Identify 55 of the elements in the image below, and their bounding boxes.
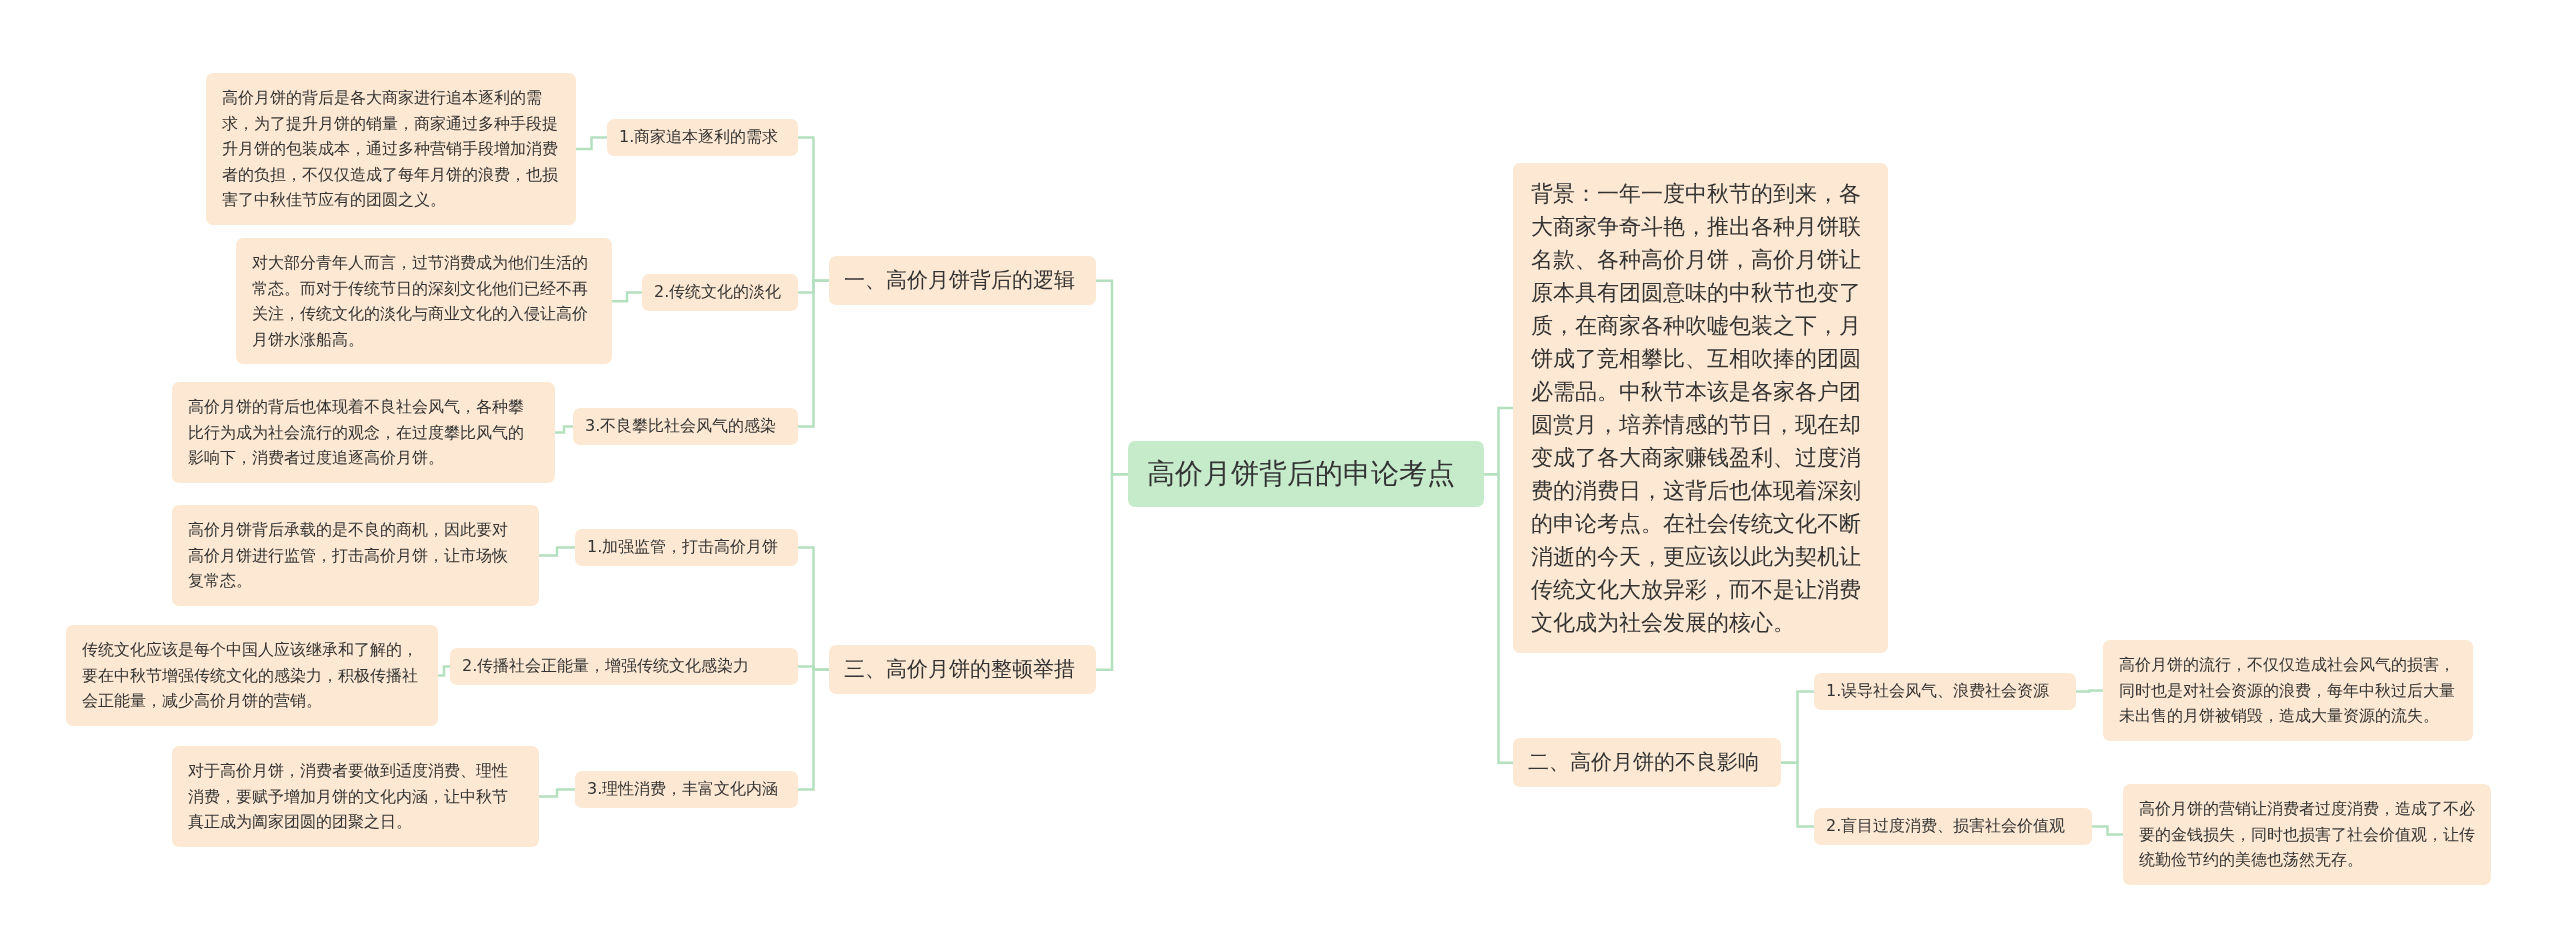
topic-box xyxy=(66,625,438,726)
connector-line xyxy=(539,546,575,557)
topic-box xyxy=(172,746,539,847)
topic-text: 2.传统文化的淡化 xyxy=(654,282,783,303)
connector-line xyxy=(798,668,829,791)
connector-line xyxy=(539,788,575,798)
connector-line xyxy=(2092,825,2123,836)
topic-text: 1.加强监管，打击高价月饼 xyxy=(587,537,780,558)
topic-text: 三、高价月饼的整顿举措 xyxy=(844,656,1076,683)
topic-box xyxy=(642,274,798,311)
topic-box xyxy=(236,238,612,365)
topic-text: 二、高价月饼的不良影响 xyxy=(1528,749,1760,776)
topic-box xyxy=(1513,738,1781,788)
topic-text: 1.误导社会风气、浪费社会资源 xyxy=(1826,681,2051,702)
connector-line xyxy=(798,279,829,428)
topic-text: 高价月饼的营销让消费者过度消费，造成了不必要的金钱损失，同时也损害了社会价值观，让传统勤俭节约的美德也荡然无存。 xyxy=(2139,798,2475,872)
topic-box xyxy=(1814,808,2092,845)
topic-text: 2.盲目过度消费、损害社会价值观 xyxy=(1826,816,2067,837)
topic-box xyxy=(575,529,798,566)
topic-box xyxy=(450,648,798,685)
topic-box xyxy=(172,505,539,606)
connector-line xyxy=(1096,472,1128,671)
topic-text: 高价月饼的流行，不仅仅造成社会风气的损害，同时也是对社会资源的浪费，每年中秋过后大量未出售的月饼被销毁，造成大量资源的流失。 xyxy=(2119,654,2456,728)
topic-text: 1.商家追本逐利的需求 xyxy=(619,127,780,148)
topic-box xyxy=(2123,784,2491,885)
topic-box xyxy=(829,256,1096,306)
connector-line xyxy=(555,425,573,434)
topic-text: 3.不良攀比社会风气的感染 xyxy=(585,416,778,437)
topic-text: 高价月饼背后的申论考点 xyxy=(1147,456,1456,492)
topic-box xyxy=(172,382,555,483)
topic-text: 高价月饼背后承载的是不良的商机，因此要对高价月饼进行监管，打击高价月饼，让市场恢复常态。 xyxy=(188,519,509,593)
topic-box xyxy=(829,645,1096,695)
connector-line xyxy=(576,136,607,151)
topic-text: 一、高价月饼背后的逻辑 xyxy=(844,267,1076,294)
topic-box xyxy=(607,119,798,156)
connector-line xyxy=(1484,472,1513,764)
topic-text: 3.理性消费，丰富文化内涵 xyxy=(587,779,780,800)
central-topic-box xyxy=(1128,441,1484,508)
connector-line xyxy=(2076,689,2103,693)
topic-text: 传统文化应该是每个中国人应该继承和了解的，要在中秋节增强传统文化的感染力，积极传播社会正能量，减少高价月饼的营销。 xyxy=(82,639,419,713)
topic-box xyxy=(573,408,798,445)
topic-text: 2.传播社会正能量，增强传统文化感染力 xyxy=(462,656,751,677)
topic-text: 对大部分青年人而言，过节消费成为他们生活的常态。而对于传统节日的深刻文化他们已经不再关注，传统文化的淡化与商业文化的入侵让高价月饼水涨船高。 xyxy=(252,252,589,351)
topic-box xyxy=(1814,673,2076,710)
topic-text: 背景：一年一度中秋节的到来，各大商家争奇斗艳，推出各种月饼联名款、各种高价月饼，高价月饼让原本具有团圆意味的中秋节也变了质，在商家各种吹嘘包装之下，月饼成了竞相攀比、互相吹捧的团圆必需品。中秋节本该是各家各户团圆赏月，培养情感的节日，现在却变成了各大商家赚钱盈利、过度消费的消费日，这背后也体现着深刻的申论考点。在社会传统文化不断消逝的今天，更应该以此为契机让传统文化大放异彩，而不是让消费文化成为社会发展的核心。 xyxy=(1531,180,1862,637)
topic-box xyxy=(2103,640,2473,741)
topic-box xyxy=(1513,163,1888,653)
topic-box xyxy=(575,771,798,808)
topic-box xyxy=(206,73,576,225)
topic-text: 高价月饼的背后是各大商家进行追本逐利的需求，为了提升月饼的销量，商家通过多种手段提升月饼的包装成本，通过多种营销手段增加消费者的负担，不仅仅造成了每年月饼的浪费，也损害了中秋佳节应有的团圆之义。 xyxy=(222,87,559,212)
topic-text: 对于高价月饼，消费者要做到适度消费、理性消费，要赋予增加月饼的文化内涵，让中秋节真正成为阖家团圆的团聚之日。 xyxy=(188,760,509,834)
connector-line xyxy=(438,665,450,677)
connector-line xyxy=(1781,761,1814,828)
connector-line xyxy=(612,291,642,303)
topic-text: 高价月饼的背后也体现着不良社会风气，各种攀比行为成为社会流行的观念，在过度攀比风气的影响下，消费者过度追逐高价月饼。 xyxy=(188,396,525,470)
